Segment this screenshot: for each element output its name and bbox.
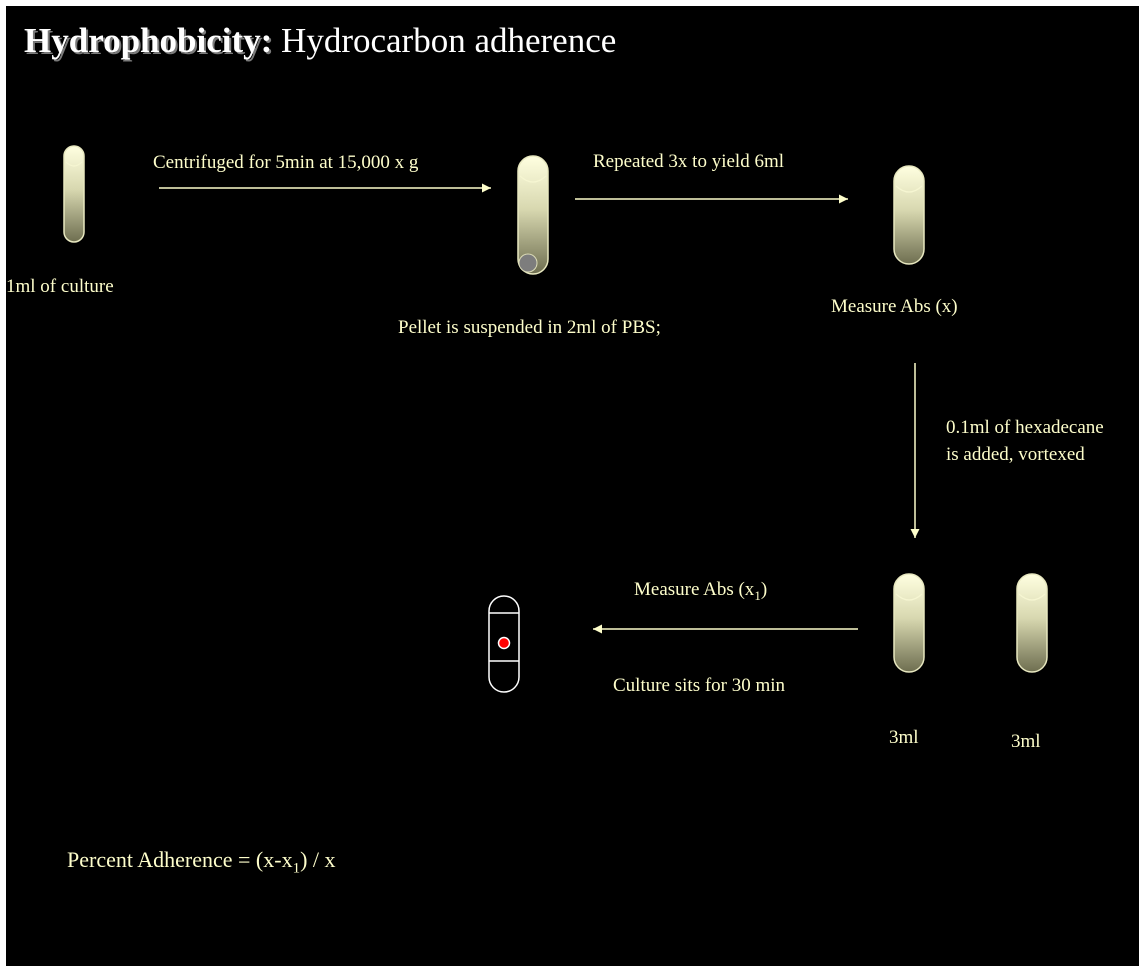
diagram-graphics (63, 145, 1048, 693)
slide: Hydrophobicity: Hydrocarbon adherence 1m… (6, 6, 1139, 966)
formula-suffix: ) / x (300, 847, 336, 872)
formula-subscript: 1 (292, 860, 301, 877)
label-measure-x1: Measure Abs (x1) (634, 579, 767, 603)
tube-measure (893, 165, 925, 265)
tube-separated (488, 595, 520, 693)
pellet-icon (518, 253, 538, 273)
formula: Percent Adherence = (x-x1) / x (67, 847, 336, 877)
label-culture: 1ml of culture (6, 276, 114, 297)
title-colon: : (260, 21, 273, 60)
label-tube-b: 3ml (1011, 731, 1041, 752)
page-title: Hydrophobicity: Hydrocarbon adherence (24, 20, 616, 62)
label-measure-x: Measure Abs (x) (831, 296, 958, 317)
measure-x1-subscript: 1 (754, 587, 761, 603)
cell-dot-icon (497, 636, 511, 650)
tube-pellet (517, 155, 549, 275)
label-repeated: Repeated 3x to yield 6ml (593, 151, 785, 172)
tube-3ml-b (1016, 573, 1048, 673)
tube-culture (63, 145, 85, 243)
label-hexadecane-line1: 0.1ml of hexadecane (946, 417, 1104, 438)
label-hexadecane-line2: is added, vortexed (946, 444, 1085, 465)
formula-prefix: Percent Adherence = (x-x (67, 847, 293, 872)
label-pellet: Pellet is suspended in 2ml of PBS; (398, 317, 661, 338)
tube-3ml-a (893, 573, 925, 673)
label-centrifuge: Centrifuged for 5min at 15,000 x g (153, 152, 419, 173)
measure-x1-suffix: ) (760, 579, 768, 600)
label-tube-a: 3ml (889, 727, 919, 748)
measure-x1-prefix: Measure Abs (x (634, 579, 755, 600)
title-rest: Hydrocarbon adherence (272, 21, 617, 60)
label-sits: Culture sits for 30 min (613, 675, 786, 696)
title-bold: Hydrophobicity (24, 21, 261, 60)
